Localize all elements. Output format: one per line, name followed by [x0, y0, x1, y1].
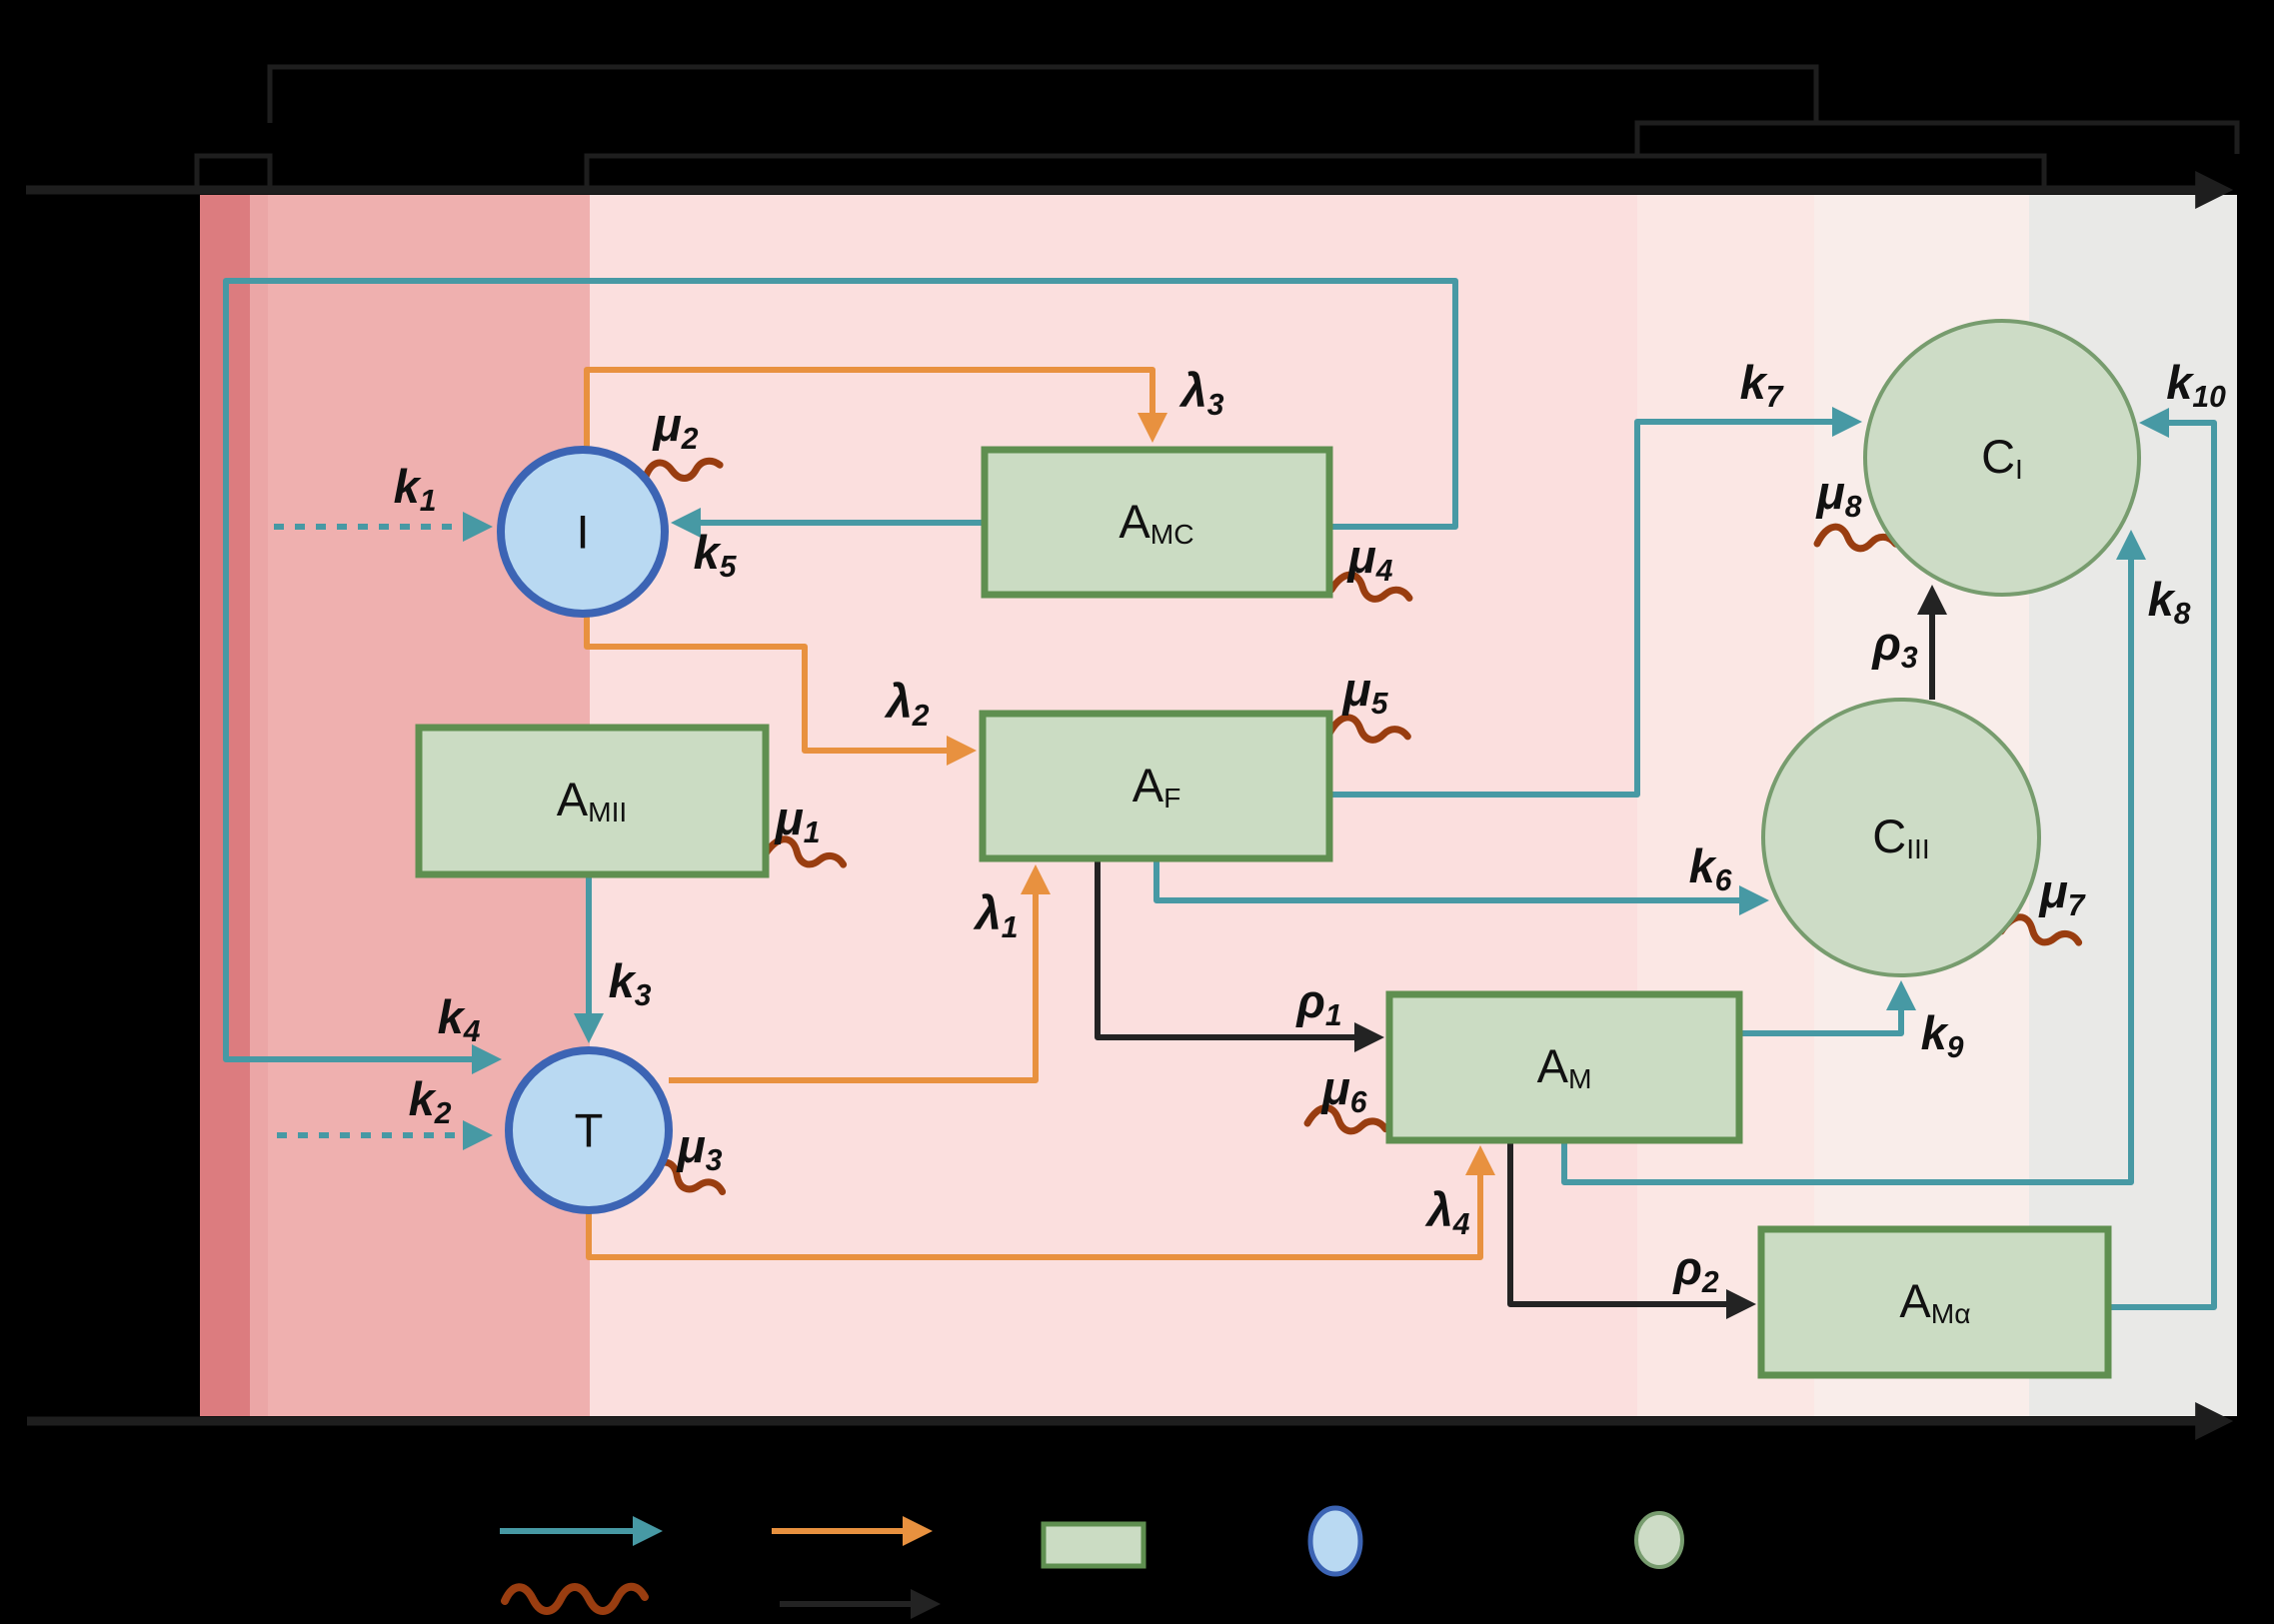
node-am-box [1385, 990, 1743, 1144]
node-af-box [979, 710, 1333, 862]
cell-circles [497, 446, 673, 1214]
mu4-squiggle-icon [1327, 571, 1413, 603]
legend-box-icon [1044, 1524, 1143, 1566]
legend-box-border [1041, 1521, 1146, 1569]
mu7-squiggle-icon [1997, 913, 2083, 946]
phase-panel [200, 195, 2237, 1416]
mu8-squiggle-icon [1813, 523, 1899, 553]
teal-edges [223, 278, 2217, 1310]
node-amc-box [981, 446, 1333, 599]
edge-k7-path [1329, 407, 1862, 798]
edge-lambda3-path [584, 367, 1167, 450]
node-t-circle [505, 1046, 673, 1214]
cytokine-circles [1761, 319, 2141, 977]
top-brackets [194, 64, 2240, 189]
mu2-squiggle-icon [640, 457, 724, 488]
axes [26, 171, 2234, 1440]
bracket-d [194, 153, 273, 189]
compartment-boxes [415, 446, 2112, 1379]
node-ci-circle [1863, 319, 2141, 597]
edge-k9-path [1739, 980, 1916, 1036]
node-amalpha-box [1757, 1225, 2112, 1379]
bracket-b [1634, 120, 2240, 155]
legend-green-circle-border [1634, 1511, 1684, 1569]
bracket-c [584, 153, 2047, 189]
edge-rho2-path [1507, 1140, 1756, 1319]
edge-lambda2-path [584, 614, 977, 766]
legend-squiggle-icon [501, 1582, 649, 1615]
node-i-circle [497, 446, 669, 618]
orange-edges [584, 367, 1495, 1260]
legend-blue-cell-border [1307, 1505, 1363, 1577]
node-ciii-circle [1761, 698, 2041, 977]
legend-green-circle-icon [1636, 1513, 1682, 1567]
mu5-squiggle-icon [1325, 714, 1411, 744]
edge-k10-path [2108, 408, 2217, 1310]
mu6-squiggle-icon [1303, 1104, 1389, 1135]
mu1-squiggle-icon [762, 835, 848, 868]
node-amii-box [415, 724, 770, 878]
edge-lambda4-path [586, 1145, 1495, 1260]
edge-rho1-path [1095, 858, 1384, 1052]
edge-k4-path [223, 278, 1458, 1074]
bracket-a [267, 64, 1819, 123]
legend-blue-cell-icon [1310, 1508, 1360, 1574]
edge-k8-path [1561, 530, 2146, 1185]
legend [500, 1505, 1684, 1619]
edge-k6-path [1153, 858, 1769, 915]
zone-band-1b [250, 195, 268, 1416]
edge-lambda1-path [669, 864, 1051, 1083]
dark-edges [1095, 585, 1947, 1319]
